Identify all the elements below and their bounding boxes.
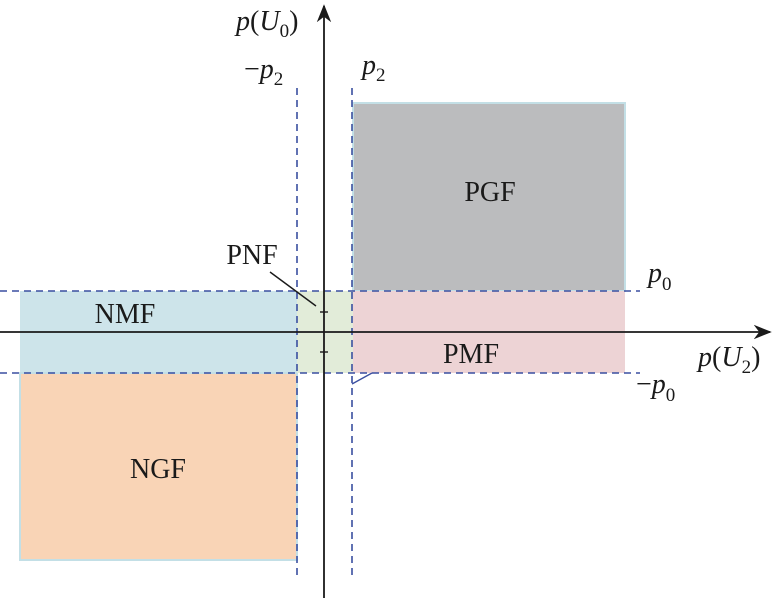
threshold-label-p0: p0	[646, 258, 672, 295]
label-pgf: PGF	[464, 177, 515, 208]
label-pmf: PMF	[443, 339, 499, 370]
pnf-leader-line	[269, 271, 317, 307]
y-axis-label: p(U0)	[234, 6, 298, 42]
region-pgf	[352, 102, 626, 292]
label-pnf: PNF	[226, 240, 277, 271]
threshold-label-neg-p2: −p2	[244, 54, 283, 90]
label-ngf: NGF	[130, 454, 186, 485]
neg-p0-leader-line	[351, 372, 373, 385]
threshold-label-neg-p0: −p0	[636, 369, 675, 406]
x-axis-label: p(U2)	[696, 342, 760, 378]
label-nmf: NMF	[95, 299, 156, 330]
threshold-label-p2: p2	[360, 50, 386, 86]
